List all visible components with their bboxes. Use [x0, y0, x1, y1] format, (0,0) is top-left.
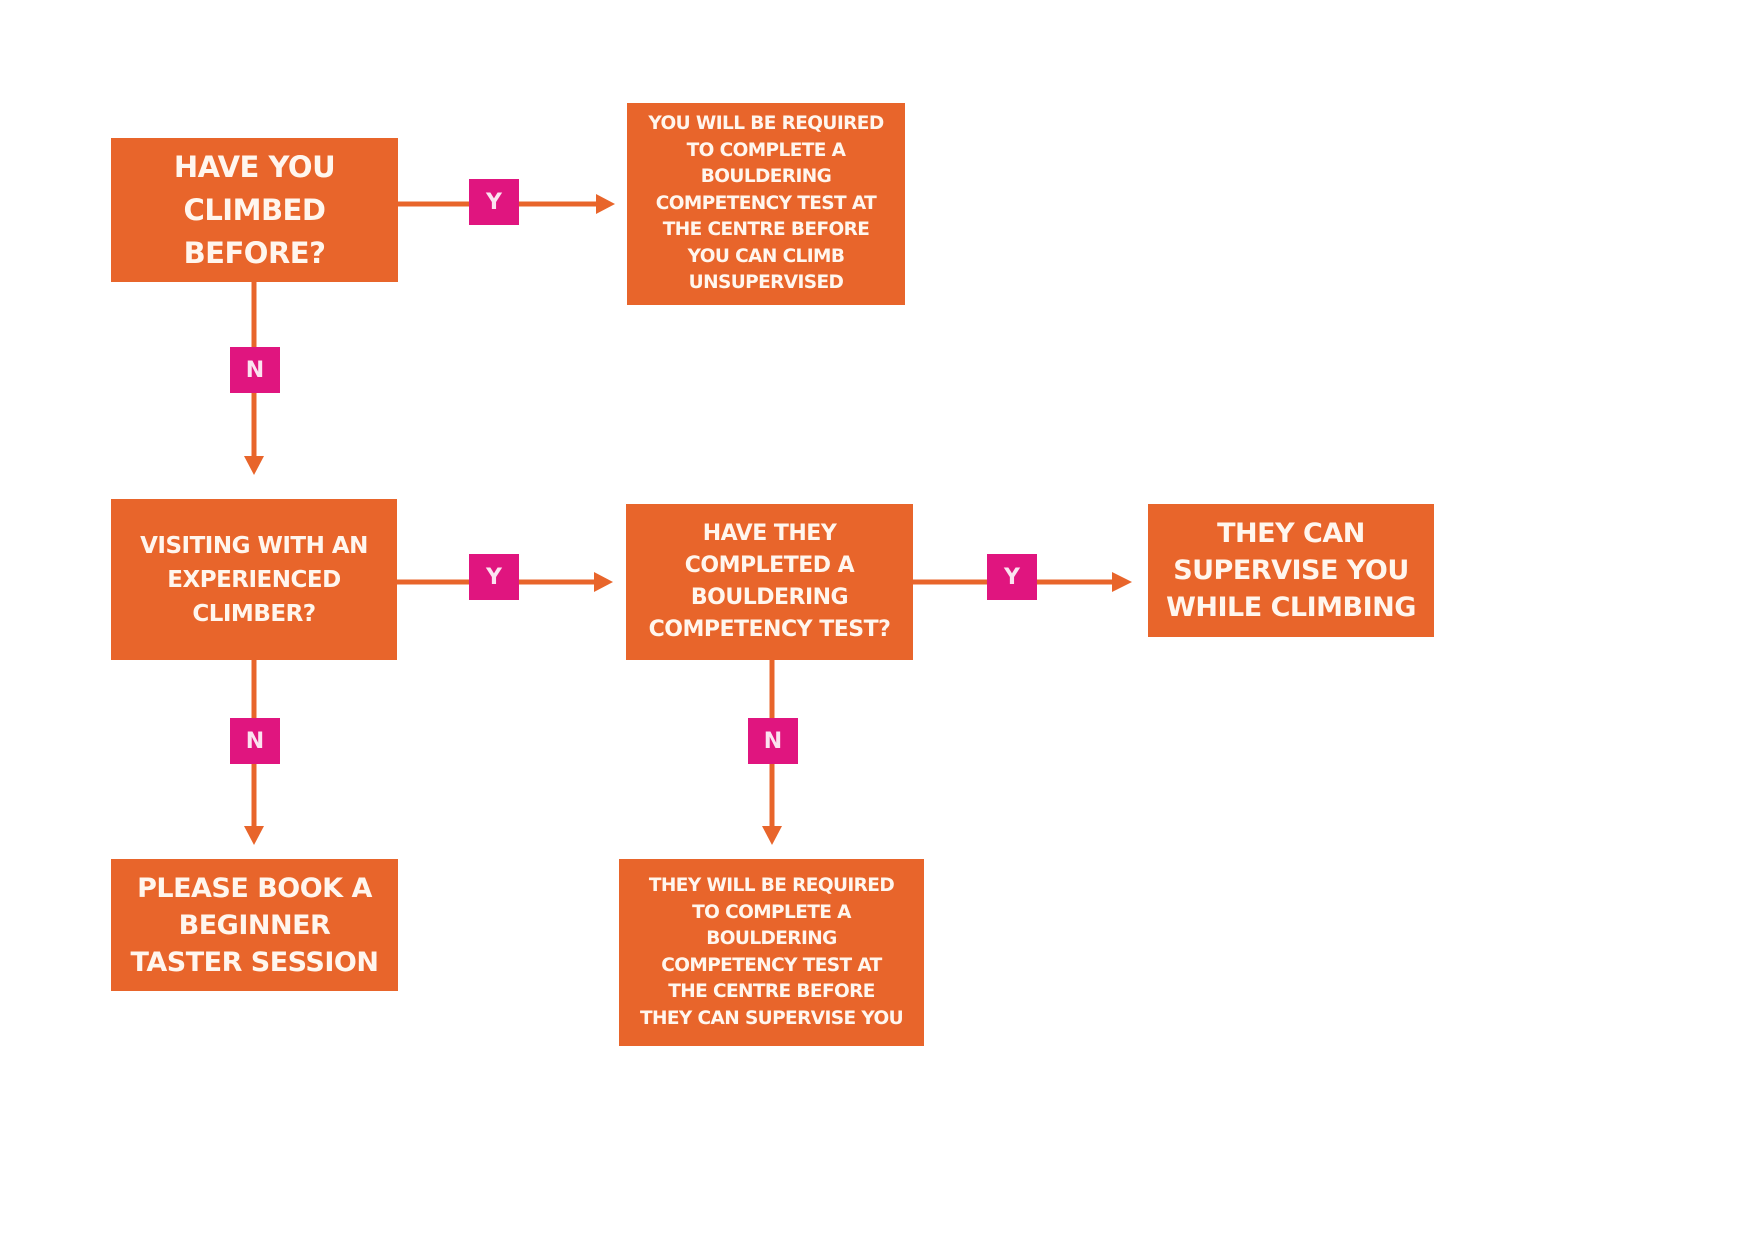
arrowhead-icon [596, 194, 615, 214]
node-text-line: THEY CAN [1217, 518, 1365, 549]
node-text-line: COMPETENCY TEST? [648, 617, 891, 642]
node-text-line: EXPERIENCED [167, 566, 341, 593]
result-they-need-competency-test: THEY WILL BE REQUIRED TO COMPLETE A BOUL… [619, 859, 924, 1046]
node-text-line: UNSUPERVISED [688, 272, 844, 294]
question-climbed-before: HAVE YOU CLIMBED BEFORE? [111, 138, 398, 282]
question-visiting-experienced-climber: VISITING WITH AN EXPERIENCED CLIMBER? [111, 499, 397, 660]
node-text-line: CLIMBER? [192, 600, 316, 627]
node-text-line: BEFORE? [183, 235, 326, 270]
node-text-line: HAVE YOU [173, 149, 336, 184]
edge-label-yes: Y [469, 554, 519, 600]
node-text-line: BOULDERING [700, 166, 832, 188]
node-text-line: VISITING WITH AN [140, 532, 368, 559]
node-text-line: THEY WILL BE REQUIRED [648, 875, 895, 896]
node-text-line: TO COMPLETE A [692, 901, 851, 923]
arrowhead-icon [244, 826, 264, 845]
arrowhead-icon [762, 826, 782, 845]
edge-label-no: N [748, 718, 798, 764]
node-text-line: YOU WILL BE REQUIRED [648, 113, 884, 135]
node-text-line: THEY CAN SUPERVISE YOU [639, 1007, 904, 1029]
node-text-line: TASTER SESSION [130, 946, 379, 978]
node-text-line: BEGINNER [178, 909, 331, 941]
node-text-line: TO COMPLETE A [686, 139, 846, 161]
node-text-line: BOULDERING [706, 928, 837, 949]
edge-label-yes: Y [987, 554, 1037, 600]
node-text-line: SUPERVISE YOU [1173, 555, 1409, 586]
node-text-line: COMPETENCY TEST AT [655, 192, 877, 214]
node-text-line: COMPETENCY TEST AT [661, 954, 882, 976]
arrowhead-icon [1112, 572, 1132, 592]
result-competency-test-required: YOU WILL BE REQUIRED TO COMPLETE A BOULD… [627, 103, 905, 305]
edge-label-no: N [230, 718, 280, 764]
result-book-taster-session: PLEASE BOOK A BEGINNER TASTER SESSION [111, 859, 398, 991]
node-text-line: YOU CAN CLIMB [687, 245, 845, 267]
edge-label-no: N [230, 347, 280, 393]
arrowhead-icon [594, 572, 613, 592]
question-completed-competency-test: HAVE THEY COMPLETED A BOULDERING COMPETE… [626, 504, 913, 660]
node-text-line: COMPLETED A [684, 553, 855, 578]
node-text-line: THE CENTRE BEFORE [662, 219, 870, 241]
node-text-line: THE CENTRE BEFORE [668, 981, 875, 1002]
arrowhead-icon [244, 456, 264, 475]
node-text-line: BOULDERING [690, 585, 849, 610]
node-text-line: CLIMBED [183, 192, 326, 227]
result-they-can-supervise: THEY CAN SUPERVISE YOU WHILE CLIMBING [1148, 504, 1434, 637]
edge-label-yes: Y [469, 179, 519, 225]
node-text-line: HAVE THEY [702, 521, 837, 546]
node-text-line: WHILE CLIMBING [1166, 592, 1416, 623]
node-text-line: PLEASE BOOK A [137, 872, 372, 904]
